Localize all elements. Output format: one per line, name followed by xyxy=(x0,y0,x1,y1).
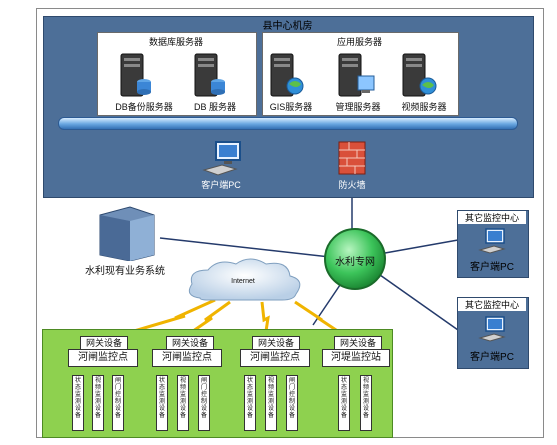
client-pc-label: 客户端PC xyxy=(470,262,514,273)
private-network-label: 水利专网 xyxy=(335,257,375,268)
device-box: 视频监测设备 xyxy=(177,375,189,431)
device-box: 状态监测设备 xyxy=(72,375,84,431)
link-net-to-center1 xyxy=(384,239,459,254)
device-box: 闸门控制设备 xyxy=(112,375,124,431)
server-label: 视频服务器 xyxy=(401,102,447,112)
gateway-device: 网关设备 xyxy=(80,336,128,350)
gateway-device: 网关设备 xyxy=(166,336,214,350)
server-label: GIS服务器 xyxy=(269,102,313,112)
station-label: 河闸监控点 xyxy=(68,349,138,367)
client-pc-icon xyxy=(478,228,506,254)
db-server-icon xyxy=(194,53,225,97)
legacy-server-icon xyxy=(99,206,155,261)
legacy-system-label: 水利现有业务系统 xyxy=(85,266,165,277)
station-label: 河堤监控站 xyxy=(322,349,390,367)
device-box: 视频监测设备 xyxy=(92,375,104,431)
device-box: 视频监测设备 xyxy=(265,375,277,431)
device-box: 闸门控制设备 xyxy=(198,375,210,431)
app-group-title: 应用服务器 xyxy=(336,37,382,47)
db-group-title: 数据库服务器 xyxy=(148,37,203,47)
private-network-icon xyxy=(324,228,386,290)
db-server-icon xyxy=(120,53,151,97)
internet-cloud-icon xyxy=(188,258,301,301)
link-net-to-center2 xyxy=(379,274,459,331)
device-box: 状态监测设备 xyxy=(156,375,168,431)
server-label: DB 服务器 xyxy=(193,102,236,112)
link-legacy-to-net xyxy=(159,237,331,258)
wireless-links xyxy=(109,298,349,340)
server-label: 管理服务器 xyxy=(335,102,381,112)
management-server-icon xyxy=(338,53,375,97)
gateway-device: 网关设备 xyxy=(334,336,382,350)
device-box: 状态监测设备 xyxy=(244,375,256,431)
device-box: 闸门控制设备 xyxy=(286,375,298,431)
device-box: 状态监测设备 xyxy=(338,375,350,431)
client-pc-label: 客户端PC xyxy=(470,352,514,363)
internet-label: Internet xyxy=(231,278,255,285)
client-pc-label: 客户端PC xyxy=(201,180,241,190)
other-center-title: 其它监控中心 xyxy=(458,298,526,311)
client-pc-icon xyxy=(478,316,506,342)
gateway-device: 网关设备 xyxy=(252,336,300,350)
firewall-icon xyxy=(338,141,366,175)
firewall-label: 防火墙 xyxy=(338,180,366,190)
server-label: DB备份服务器 xyxy=(115,102,173,112)
device-box: 视频监测设备 xyxy=(360,375,372,431)
other-center-title: 其它监控中心 xyxy=(458,211,526,224)
lan-backbone xyxy=(58,117,518,130)
station-label: 河闸监控点 xyxy=(240,349,310,367)
station-label: 河闸监控点 xyxy=(152,349,222,367)
video-server-icon xyxy=(402,53,437,97)
client-pc-icon xyxy=(202,141,241,176)
center-title: 县中心机房 xyxy=(262,21,313,32)
gis-server-icon xyxy=(270,53,304,97)
